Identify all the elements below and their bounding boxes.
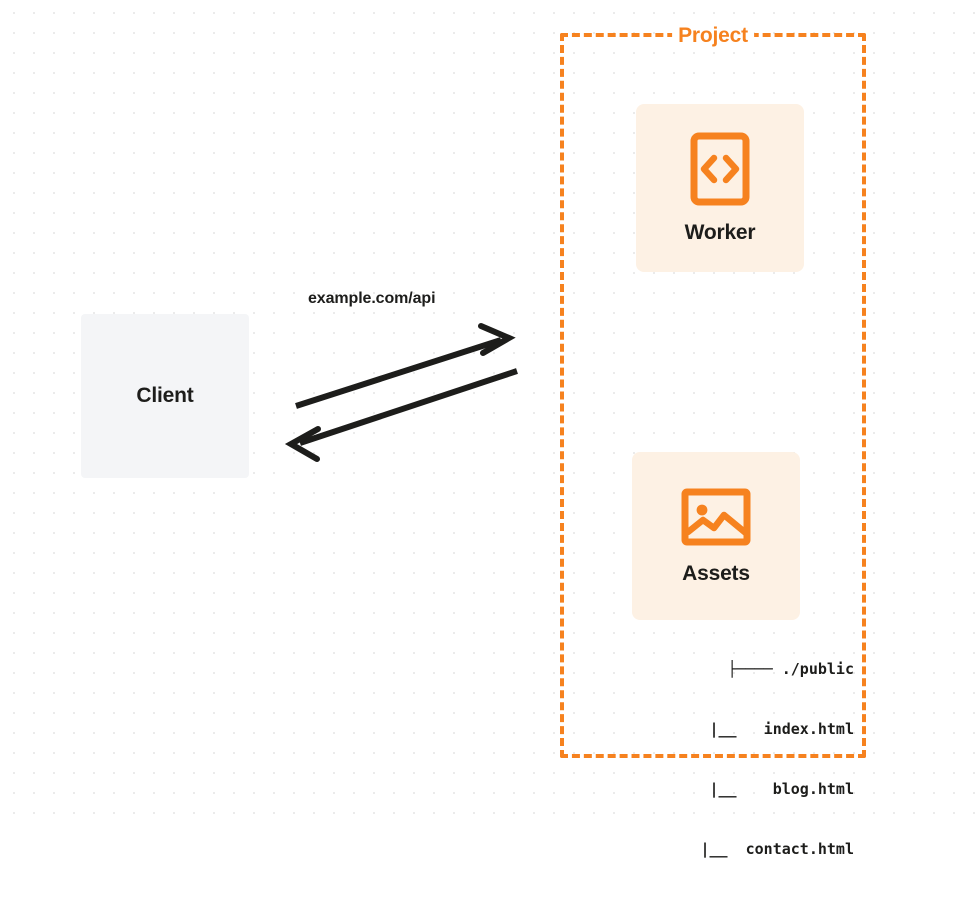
arrow-client-to-project bbox=[295, 323, 516, 409]
image-icon bbox=[681, 487, 751, 552]
arrow-project-to-client bbox=[284, 368, 518, 462]
assets-node-label: Assets bbox=[682, 561, 750, 585]
project-container: Project Worker Assets bbox=[560, 23, 866, 858]
code-brackets-icon bbox=[690, 132, 750, 211]
file-tree-row: |__ contact.html bbox=[691, 840, 854, 858]
assets-node: Assets bbox=[632, 452, 800, 620]
worker-node: Worker bbox=[636, 104, 804, 272]
assets-file-tree: ├──── ./public |__ index.html |__ blog.h… bbox=[611, 619, 856, 899]
client-node-label: Client bbox=[136, 384, 194, 407]
file-tree-row: |__ blog.html bbox=[700, 780, 854, 798]
client-node: Client bbox=[81, 314, 249, 478]
diagram-canvas: Client example.com/api Project bbox=[0, 0, 980, 858]
connection-label: example.com/api bbox=[308, 290, 436, 307]
file-tree-row: ├──── ./public bbox=[727, 660, 854, 678]
worker-node-label: Worker bbox=[684, 220, 756, 244]
file-tree-row: |__ index.html bbox=[700, 720, 854, 738]
project-title: Project bbox=[672, 23, 754, 49]
